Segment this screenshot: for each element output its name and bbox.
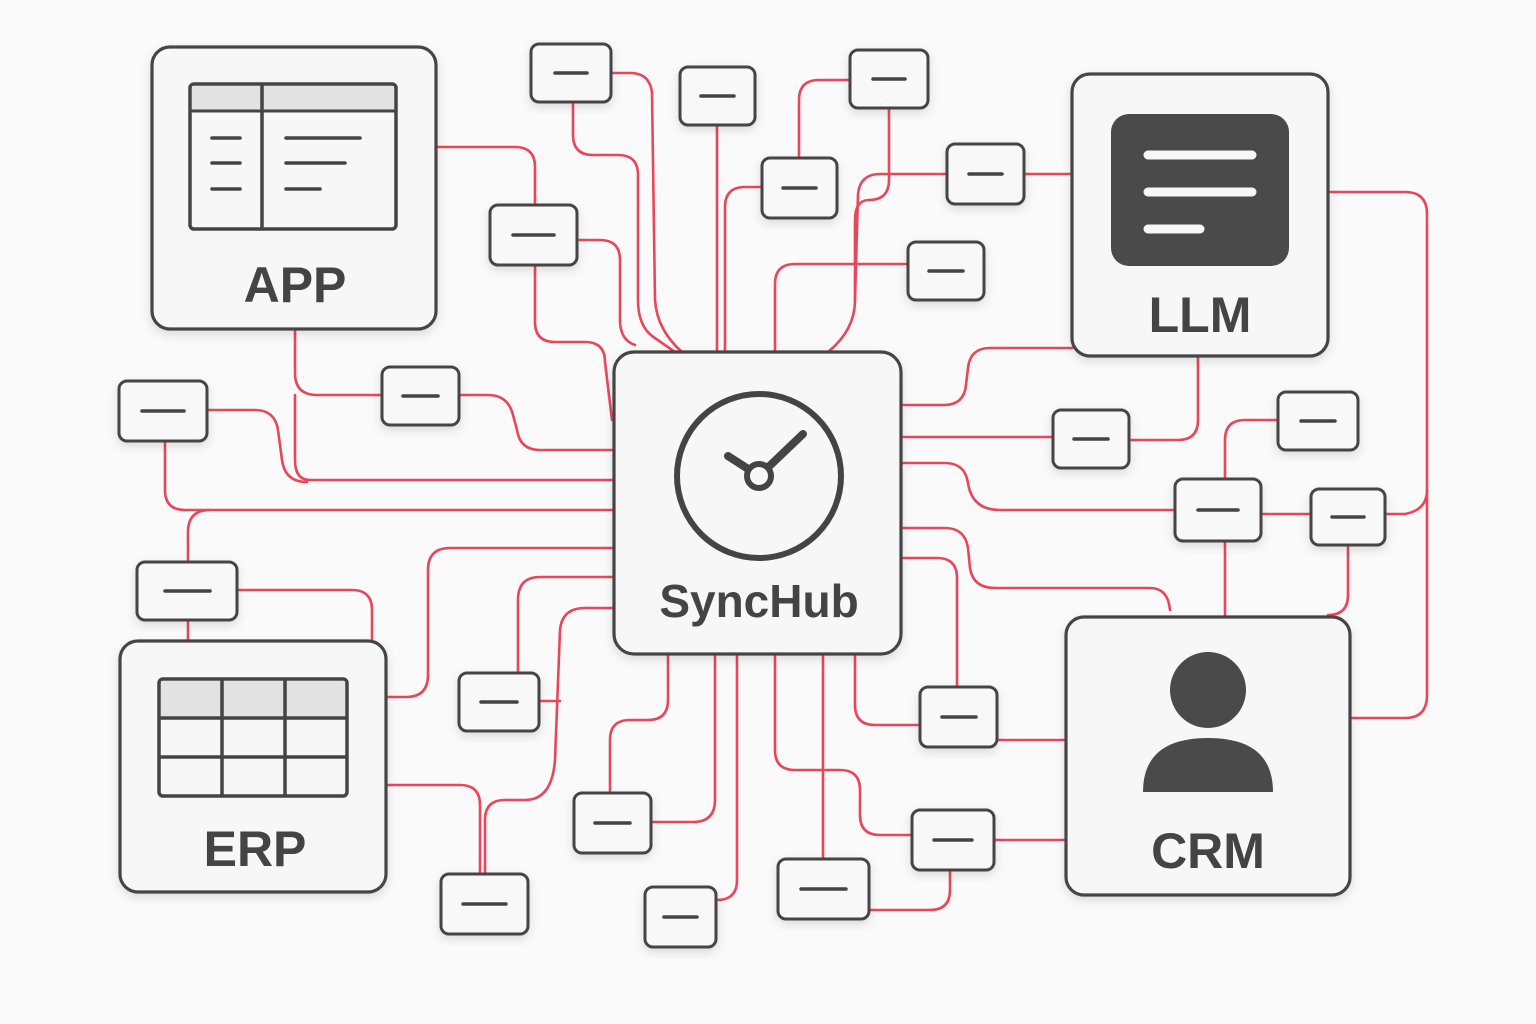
wire [571, 101, 677, 354]
hub-node[interactable]: SyncHub [612, 350, 903, 656]
wire [163, 440, 614, 512]
wire [608, 653, 670, 794]
connector-chip[interactable] [760, 156, 839, 220]
wire [853, 172, 949, 302]
wire [576, 238, 637, 347]
wire [236, 588, 374, 642]
hub-box[interactable] [612, 350, 903, 656]
connector-chip[interactable] [945, 142, 1026, 206]
wire [853, 653, 922, 727]
wire [386, 783, 482, 875]
connector-chips [117, 42, 1387, 949]
app-label: APP [244, 257, 347, 313]
grid-table-icon [157, 677, 349, 798]
wire [650, 653, 717, 824]
wire [533, 264, 614, 422]
crm-node[interactable]: CRM [1064, 615, 1352, 897]
connector-chip[interactable] [910, 808, 996, 872]
wire [386, 546, 614, 699]
clock-icon [674, 391, 844, 561]
connector-chip[interactable] [135, 560, 239, 622]
connector-chip[interactable] [1051, 408, 1131, 470]
wire [1328, 190, 1429, 720]
connector-chip[interactable] [848, 48, 930, 110]
connection-wires [163, 71, 1429, 912]
wire [458, 393, 614, 452]
connector-chip[interactable] [117, 379, 209, 443]
wire [186, 508, 212, 564]
wire [1384, 488, 1429, 516]
wire [900, 526, 1172, 612]
wire [205, 408, 309, 484]
connector-chip[interactable] [906, 240, 986, 302]
wire [723, 185, 763, 354]
erp-node[interactable]: ERP [118, 639, 388, 894]
connector-chip[interactable] [457, 671, 541, 733]
connector-chip[interactable] [678, 65, 757, 127]
wire [773, 262, 909, 354]
connector-chip[interactable] [572, 791, 653, 855]
crm-label: CRM [1151, 823, 1265, 879]
wire [900, 461, 1176, 512]
hub-label: SyncHub [659, 575, 858, 627]
wire [826, 108, 891, 354]
wire [797, 78, 852, 159]
wire [609, 71, 684, 354]
app-node[interactable]: APP [150, 45, 438, 331]
connector-chip[interactable] [643, 885, 718, 949]
wire [435, 145, 537, 207]
text-lines-icon [1111, 114, 1289, 266]
wire [900, 556, 959, 688]
user-icon [1143, 652, 1273, 792]
wire [868, 868, 952, 912]
connector-chip[interactable] [439, 872, 530, 936]
connector-chip[interactable] [1173, 477, 1263, 543]
wire [1223, 418, 1280, 480]
wire [293, 393, 614, 482]
llm-node[interactable]: LLM [1070, 72, 1330, 358]
wire [293, 328, 384, 397]
wire [1128, 355, 1200, 442]
connector-chip[interactable] [776, 857, 871, 921]
connector-chip[interactable] [1276, 390, 1360, 452]
wire [1326, 544, 1350, 617]
wire [715, 653, 739, 902]
wire [900, 346, 1074, 407]
connector-chip[interactable] [380, 365, 461, 427]
llm-label: LLM [1149, 287, 1252, 343]
connector-chip[interactable] [488, 203, 579, 267]
connector-chip[interactable] [918, 685, 999, 749]
table-window-icon [188, 82, 398, 231]
connector-chip[interactable] [529, 42, 613, 104]
wire [516, 575, 614, 674]
erp-label: ERP [204, 821, 307, 877]
connector-chip[interactable] [1309, 487, 1387, 547]
wire [483, 606, 614, 875]
wire [773, 653, 914, 837]
